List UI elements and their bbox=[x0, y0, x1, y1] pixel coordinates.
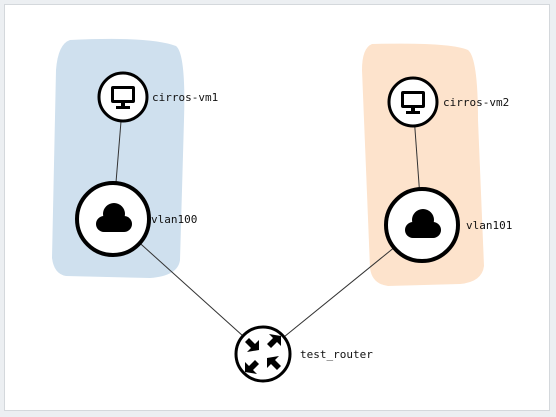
instance-node-cirros-vm2[interactable] bbox=[387, 76, 439, 128]
router-arrows-icon bbox=[245, 334, 281, 374]
cloud-icon bbox=[96, 203, 132, 232]
instance-label-vm2: cirros-vm2 bbox=[443, 96, 509, 109]
network-label-vlan101: vlan101 bbox=[466, 219, 512, 232]
monitor-icon bbox=[111, 86, 135, 109]
router-node-test-router[interactable] bbox=[234, 325, 292, 383]
monitor-icon bbox=[401, 91, 425, 114]
instance-node-cirros-vm1[interactable] bbox=[97, 71, 149, 123]
network-node-vlan100[interactable] bbox=[75, 181, 151, 257]
cloud-icon bbox=[405, 209, 441, 238]
network-node-vlan101[interactable] bbox=[384, 187, 460, 263]
router-label: test_router bbox=[300, 348, 373, 361]
network-label-vlan100: vlan100 bbox=[151, 213, 197, 226]
instance-label-vm1: cirros-vm1 bbox=[152, 91, 218, 104]
